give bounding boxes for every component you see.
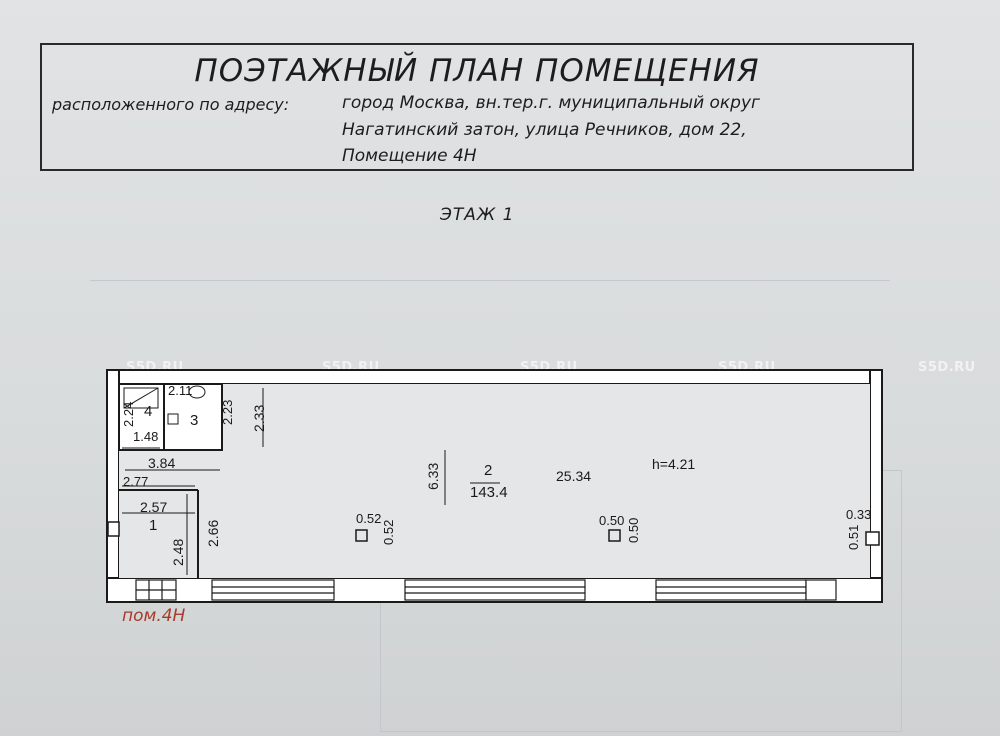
title-block: ПОЭТАЖНЫЙ ПЛАН ПОМЕЩЕНИЯ расположенного …: [40, 43, 914, 171]
column-1-height: 0.52: [381, 520, 396, 545]
column-1: [355, 529, 368, 542]
dim-2-48: 2.48: [170, 539, 186, 566]
room-number-2: 2: [484, 462, 492, 479]
premises-label: пом.4Н: [122, 606, 186, 626]
top-wall: [106, 369, 883, 385]
dim-2-23: 2.23: [220, 400, 235, 425]
dim-25-34: 25.34: [556, 468, 591, 484]
window: [655, 579, 807, 601]
watermark: S5D.RU: [918, 360, 976, 375]
room-number-3: 3: [190, 412, 198, 429]
wet-block: [118, 383, 223, 451]
floor-area: [119, 384, 870, 578]
right-wall: [869, 369, 883, 603]
dim-2-77: 2.77: [123, 474, 148, 489]
window: [404, 579, 586, 601]
wall-column: [865, 531, 880, 546]
dim-6-33: 6.33: [425, 463, 441, 490]
dim-2-66: 2.66: [205, 520, 221, 547]
window: [805, 579, 837, 601]
dim-0-33: 0.33: [846, 507, 871, 522]
dim-3-84: 3.84: [148, 455, 175, 471]
column-2-width: 0.50: [599, 513, 624, 528]
dim-1-48: 1.48: [133, 429, 158, 444]
address-line-3: Помещение 4Н: [342, 146, 477, 166]
bleed-through-text: [90, 280, 890, 311]
window: [211, 579, 335, 601]
dim-0-51: 0.51: [846, 525, 861, 550]
dimension-lines: [122, 388, 500, 575]
document-title: ПОЭТАЖНЫЙ ПЛАН ПОМЕЩЕНИЯ: [194, 53, 760, 89]
dim-2-33: 2.33: [251, 405, 267, 432]
room-number-4: 4: [144, 403, 152, 420]
address-line-2: Нагатинский затон, улица Речников, дом 2…: [342, 120, 747, 140]
column-2: [608, 529, 621, 542]
address-line-1: город Москва, вн.тер.г. муниципальный ок…: [342, 93, 760, 113]
column-1-width: 0.52: [356, 511, 381, 526]
left-wall: [106, 369, 120, 603]
ceiling-height: h=4.21: [652, 456, 695, 472]
partitions: [118, 383, 223, 578]
address-label: расположенного по адресу:: [52, 95, 290, 114]
toilet-icon: [188, 385, 206, 399]
room-area-2: 143.4: [470, 484, 508, 501]
dim-2-11: 2.11: [168, 383, 192, 398]
column-2-height: 0.50: [626, 518, 641, 543]
door-left: [107, 521, 120, 537]
room-number-1: 1: [149, 517, 157, 534]
floor-label: ЭТАЖ 1: [440, 205, 515, 225]
dim-2-57: 2.57: [140, 499, 167, 515]
stair-icon: [123, 387, 159, 409]
dim-2-24: 2.24: [121, 402, 136, 427]
sink-icon: [167, 413, 179, 425]
windows: [135, 579, 837, 601]
